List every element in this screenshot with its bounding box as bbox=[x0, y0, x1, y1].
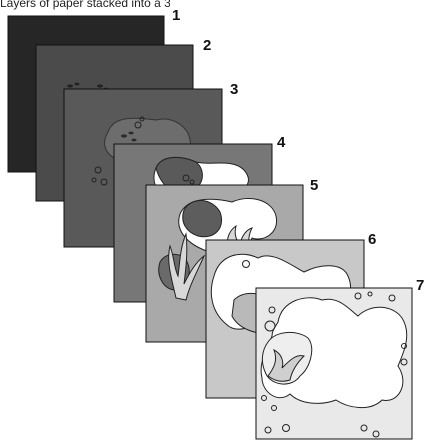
layer-4-number: 4 bbox=[277, 134, 286, 151]
layer-7: 7 bbox=[256, 277, 424, 439]
layer-5-number: 5 bbox=[310, 177, 318, 194]
layer-2-number: 2 bbox=[203, 37, 211, 54]
layer-1-number: 1 bbox=[172, 7, 180, 24]
layer-7-number: 7 bbox=[416, 277, 424, 294]
layer-6-number: 6 bbox=[368, 231, 376, 248]
layer-3-number: 3 bbox=[230, 81, 238, 98]
